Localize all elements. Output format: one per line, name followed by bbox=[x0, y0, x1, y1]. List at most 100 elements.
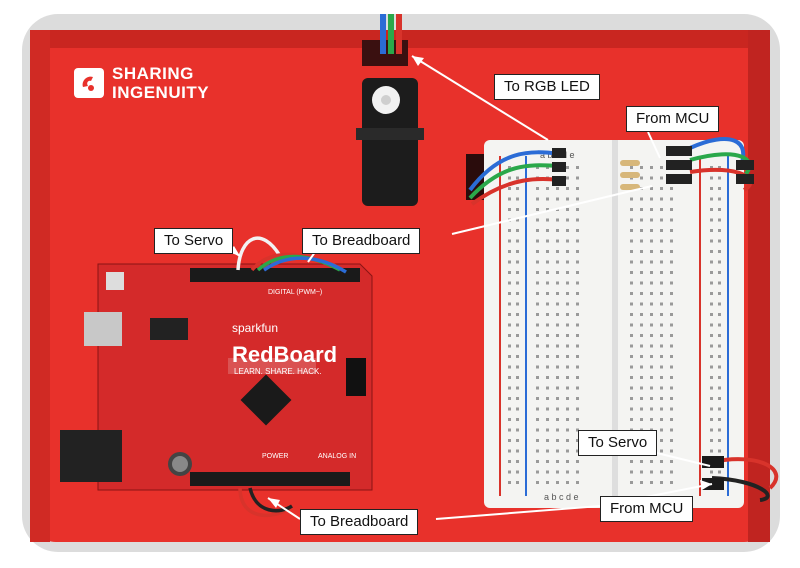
breadboard-hole bbox=[576, 208, 579, 211]
breadboard-hole bbox=[640, 334, 643, 337]
breadboard-hole bbox=[718, 449, 721, 453]
breadboard-hole bbox=[508, 365, 511, 369]
breadboard-hole bbox=[650, 334, 653, 337]
breadboard-hole bbox=[546, 323, 549, 327]
breadboard-hole bbox=[710, 470, 713, 474]
breadboard-hole bbox=[710, 397, 713, 400]
breadboard-hole bbox=[566, 281, 569, 285]
breadboard-hole bbox=[576, 250, 579, 253]
breadboard-hole bbox=[516, 239, 519, 243]
breadboard-hole bbox=[650, 271, 653, 274]
breadboard-hole bbox=[546, 334, 549, 337]
breadboard-hole bbox=[630, 208, 633, 211]
breadboard-hole bbox=[508, 418, 511, 421]
breadboard-hole bbox=[660, 187, 663, 190]
breadboard-hole bbox=[556, 418, 559, 421]
breadboard-hole bbox=[546, 449, 549, 453]
breadboard-hole bbox=[660, 376, 663, 379]
breadboard-hole bbox=[718, 376, 721, 379]
breadboard-hole bbox=[508, 292, 511, 295]
breadboard-hole bbox=[556, 260, 559, 264]
breadboard-hole bbox=[660, 397, 663, 400]
breadboard-hole bbox=[630, 271, 633, 274]
breadboard-holes bbox=[508, 166, 721, 484]
breadboard-hole bbox=[660, 386, 663, 390]
breadboard-hole bbox=[576, 271, 579, 274]
bottom-wires bbox=[711, 457, 779, 502]
breadboard-hole bbox=[630, 250, 633, 253]
breadboard-hole bbox=[508, 323, 511, 327]
breadboard-hole bbox=[508, 166, 511, 169]
breadboard-hole bbox=[576, 229, 579, 232]
breadboard-hole bbox=[508, 407, 511, 411]
box-left-edge bbox=[30, 30, 50, 542]
breadboard-hole bbox=[640, 197, 643, 201]
breadboard-hole bbox=[516, 428, 519, 432]
breadboard-hole bbox=[508, 334, 511, 337]
breadboard-hole bbox=[650, 313, 653, 316]
breadboard-hole bbox=[546, 250, 549, 253]
breadboard-hole bbox=[516, 376, 519, 379]
breadboard-hole bbox=[718, 250, 721, 253]
breadboard-hole bbox=[640, 229, 643, 232]
breadboard-hole bbox=[546, 344, 549, 348]
breadboard-hole bbox=[566, 376, 569, 379]
breadboard-hole bbox=[670, 250, 673, 253]
redboard bbox=[60, 263, 373, 491]
breadboard-hole bbox=[536, 166, 539, 169]
breadboard-hole bbox=[536, 481, 539, 484]
breadboard-hole bbox=[670, 292, 673, 295]
callout-from-mcu-top: From MCU bbox=[626, 106, 720, 132]
breadboard-hole bbox=[516, 292, 519, 295]
breadboard-hole bbox=[566, 460, 569, 463]
breadboard-hole bbox=[640, 344, 643, 348]
breadboard-hole bbox=[536, 313, 539, 316]
breadboard-hole bbox=[508, 439, 511, 442]
breadboard-hole bbox=[630, 355, 633, 358]
breadboard-hole bbox=[670, 187, 673, 190]
breadboard-hole bbox=[718, 439, 721, 442]
breadboard-hole bbox=[660, 197, 663, 201]
breadboard-hole bbox=[630, 166, 633, 169]
breadboard-hole bbox=[670, 334, 673, 337]
breadboard-hole bbox=[576, 355, 579, 358]
breadboard-hole bbox=[640, 365, 643, 369]
breadboard-hole bbox=[516, 197, 519, 201]
breadboard-hole bbox=[508, 260, 511, 264]
breadboard-hole bbox=[660, 365, 663, 369]
breadboard-hole bbox=[508, 239, 511, 243]
digital-label: DIGITAL (PWM~) bbox=[268, 289, 322, 296]
breadboard-hole bbox=[536, 449, 539, 453]
breadboard-hole bbox=[718, 407, 721, 411]
breadboard-hole bbox=[630, 418, 633, 421]
breadboard-hole bbox=[546, 355, 549, 358]
board-tagline: LEARN. SHARE. HACK. bbox=[234, 367, 322, 376]
breadboard-hole bbox=[718, 323, 721, 327]
breadboard-hole bbox=[718, 260, 721, 264]
breadboard-hole bbox=[508, 386, 511, 390]
breadboard-hole bbox=[516, 176, 519, 180]
board-wires bbox=[236, 236, 347, 518]
breadboard-hole bbox=[566, 407, 569, 411]
breadboard-hole bbox=[670, 386, 673, 390]
breadboard-hole bbox=[508, 460, 511, 463]
breadboard-hole bbox=[546, 197, 549, 201]
breadboard-hole bbox=[566, 250, 569, 253]
breadboard-hole bbox=[718, 176, 721, 180]
breadboard-hole bbox=[670, 365, 673, 369]
breadboard-hole bbox=[536, 260, 539, 264]
breadboard-hole bbox=[640, 418, 643, 421]
breadboard-hole bbox=[660, 323, 663, 327]
callout-to-servo-top: To Servo bbox=[154, 228, 234, 254]
breadboard-hole bbox=[650, 481, 653, 484]
breadboard-hole bbox=[710, 302, 713, 306]
breadboard-hole bbox=[710, 323, 713, 327]
breadboard-hole bbox=[556, 197, 559, 201]
breadboard-hole bbox=[660, 271, 663, 274]
callout-to-rgb-led: To RGB LED bbox=[494, 74, 600, 100]
breadboard-hole bbox=[508, 428, 511, 432]
breadboard-hole bbox=[670, 313, 673, 316]
breadboard-hole bbox=[546, 271, 549, 274]
breadboard-hole bbox=[660, 313, 663, 316]
breadboard-hole bbox=[660, 239, 663, 243]
